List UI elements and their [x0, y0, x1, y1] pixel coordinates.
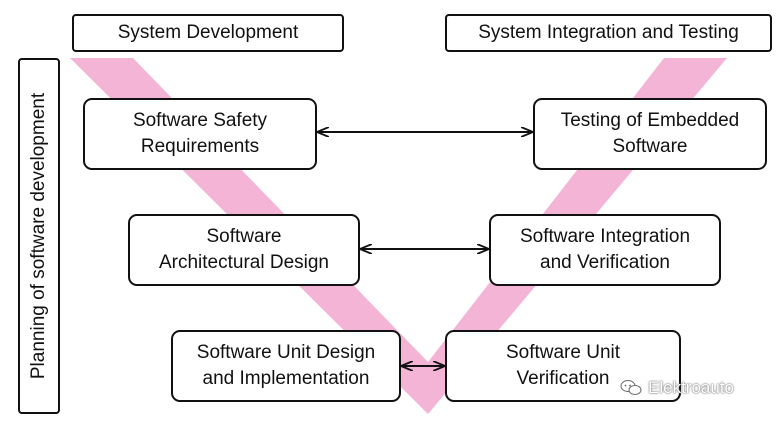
software-architectural-design-box: Software Architectural Design — [128, 214, 360, 286]
testing-embedded-software-box: Testing of Embedded Software — [533, 98, 767, 170]
software-unit-design-box: Software Unit Design and Implementation — [171, 330, 401, 402]
software-unit-verification-box: Software Unit Verification — [445, 330, 681, 402]
software-safety-requirements-box: Software Safety Requirements — [83, 98, 317, 170]
chat-bubble-icon — [620, 380, 642, 395]
system-development-header: System Development — [72, 14, 344, 52]
system-integration-header: System Integration and Testing — [445, 14, 772, 52]
watermark-text: Elektroauto — [648, 378, 734, 397]
software-integration-verification-box: Software Integration and Verification — [489, 214, 721, 286]
watermark: Elektroauto — [620, 378, 734, 398]
planning-sidebar: Planning of software development — [18, 58, 60, 414]
